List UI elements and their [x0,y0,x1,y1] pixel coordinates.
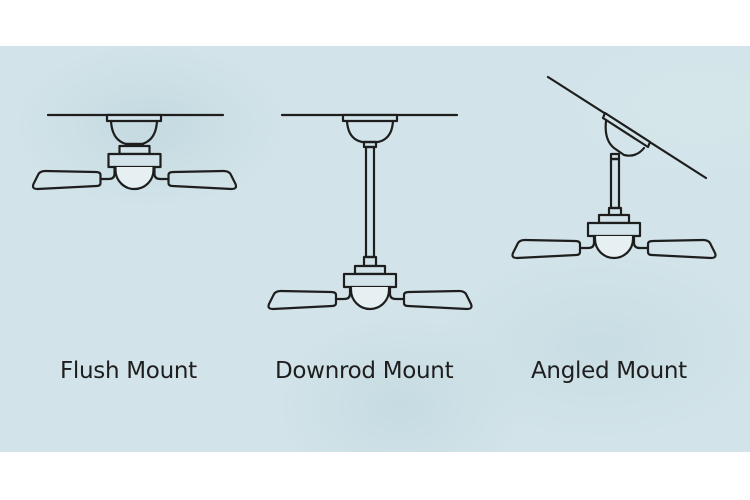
downrod-mount-fan-icon [267,113,473,311]
angled-mount-fan-icon [511,75,717,260]
downrod-mount-label: Downrod Mount [275,358,454,384]
angled-mount-label: Angled Mount [531,358,687,384]
flush-mount-fan-icon [31,113,238,191]
flush-mount-label: Flush Mount [60,358,197,384]
